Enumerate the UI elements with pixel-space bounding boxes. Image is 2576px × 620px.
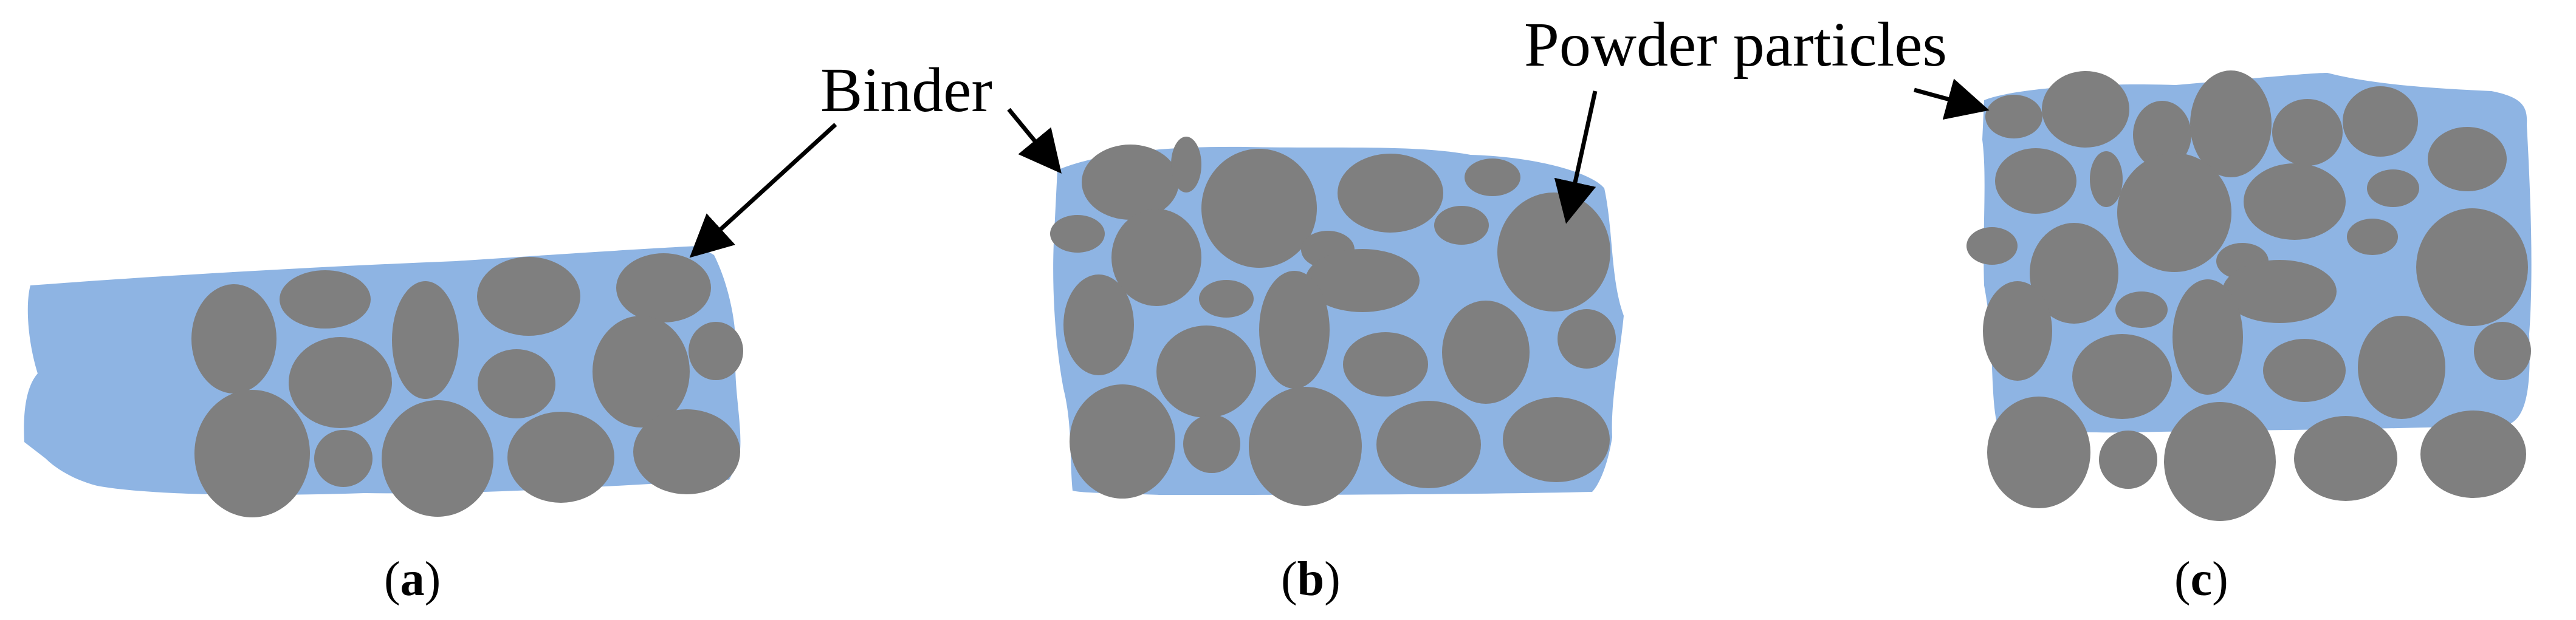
particle <box>2099 431 2157 489</box>
particle <box>1201 149 1317 268</box>
particle <box>1434 206 1489 245</box>
caption-c-close: ) <box>2212 553 2228 606</box>
particle <box>1305 249 1420 312</box>
particle <box>477 257 580 336</box>
panel-c <box>1966 70 2532 521</box>
particle <box>2030 223 2118 324</box>
particle <box>507 412 614 503</box>
caption-c: (c) <box>2174 553 2228 606</box>
particle <box>314 430 373 487</box>
particle <box>191 284 276 393</box>
particle <box>2367 169 2419 207</box>
particle <box>689 322 743 380</box>
powder-particles-label: Powder particles <box>1524 10 1947 80</box>
particle <box>2072 334 2172 419</box>
particle <box>1183 415 1240 473</box>
particle <box>1376 401 1481 488</box>
particle <box>1966 227 2018 265</box>
caption-b-close: ) <box>1324 553 1341 606</box>
caption-b-open: ( <box>1281 553 1297 606</box>
particle <box>1199 280 1254 318</box>
particle <box>2263 339 2346 402</box>
particle <box>2222 260 2337 323</box>
binder-arrow-to-b <box>1007 107 1062 174</box>
particle <box>1111 209 1201 306</box>
particle <box>2172 279 2243 395</box>
particle <box>1497 192 1610 312</box>
particle <box>2474 322 2531 380</box>
particle <box>2133 101 2191 169</box>
particle <box>1985 95 2042 138</box>
particle-group-b <box>1050 137 1616 506</box>
particle <box>1442 301 1530 404</box>
particle <box>194 390 310 517</box>
particle-group-c <box>1966 70 2531 521</box>
particle <box>1343 332 1428 397</box>
caption-a-letter: a <box>400 553 425 606</box>
panel-a <box>24 246 743 517</box>
particle <box>2042 71 2129 148</box>
particle <box>382 400 493 517</box>
caption-a-open: ( <box>384 553 400 606</box>
particle <box>1063 274 1134 375</box>
powder-arrow-to-c <box>1914 78 1990 120</box>
particle <box>1050 215 1105 253</box>
particle <box>2358 316 2445 419</box>
particle <box>2272 99 2343 166</box>
particle <box>2117 153 2231 272</box>
particle <box>1558 309 1616 369</box>
particle <box>633 409 740 494</box>
caption-a: (a) <box>384 553 441 606</box>
panel-b <box>1050 137 1624 506</box>
caption-a-close: ) <box>425 553 441 606</box>
particle <box>1983 281 2052 381</box>
particle <box>2416 208 2528 326</box>
particle <box>1465 158 1520 196</box>
particle <box>2420 410 2526 498</box>
particle <box>1082 145 1179 220</box>
particle <box>2347 219 2398 255</box>
particle <box>478 349 555 418</box>
binder-label: Binder <box>820 55 992 125</box>
particle <box>2244 163 2346 240</box>
particle <box>1503 397 1610 482</box>
particle <box>2343 86 2418 157</box>
powder-arrow-to-b <box>1554 90 1598 224</box>
particle <box>1995 148 2076 214</box>
caption-c-open: ( <box>2174 553 2191 606</box>
particle <box>1070 384 1175 499</box>
particle <box>2164 402 2276 521</box>
caption-c-letter: c <box>2191 553 2213 606</box>
particle-group-a <box>191 253 743 517</box>
caption-b: (b) <box>1281 553 1341 606</box>
particle <box>392 281 459 399</box>
particle <box>1987 397 2090 508</box>
particle <box>592 316 690 428</box>
particle <box>280 270 371 329</box>
caption-b-letter: b <box>1297 553 1325 606</box>
particle <box>2294 416 2397 501</box>
particle <box>1156 325 1256 418</box>
particle <box>1249 387 1362 506</box>
particle <box>1171 137 1201 192</box>
particle <box>2090 151 2123 207</box>
particle <box>2428 127 2507 191</box>
binder-arrow-to-a <box>689 123 837 258</box>
particle <box>1338 154 1443 233</box>
particle <box>2115 291 2168 328</box>
particle <box>616 253 711 322</box>
particle <box>1259 271 1330 389</box>
particle <box>2190 70 2272 177</box>
particle <box>289 337 392 428</box>
